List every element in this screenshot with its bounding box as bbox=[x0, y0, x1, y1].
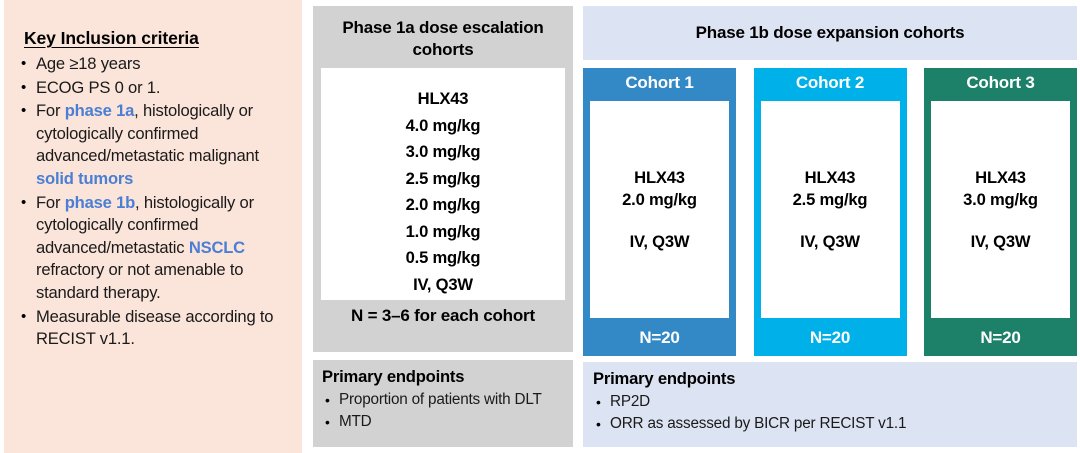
criteria-text: , histologically or cytologically confir… bbox=[36, 192, 254, 257]
highlighted-term: solid tumors bbox=[36, 168, 134, 188]
phase-1a-column: Phase 1a dose escalation cohorts HLX43 4.… bbox=[313, 6, 573, 453]
criteria-text: ECOG PS 0 or 1. bbox=[36, 77, 161, 97]
highlighted-term: NSCLC bbox=[188, 237, 245, 257]
phase-1b-endpoints-title: Primary endpoints bbox=[593, 369, 736, 388]
phase-1a-endpoints-title: Primary endpoints bbox=[322, 367, 465, 386]
highlighted-term: phase 1a bbox=[64, 101, 135, 121]
criteria-text: For bbox=[36, 101, 65, 121]
inclusion-criteria-item: ECOG PS 0 or 1. bbox=[18, 77, 288, 100]
cohort-drug-name: HLX43 bbox=[634, 167, 685, 187]
cohort-title: Cohort 1 bbox=[625, 73, 694, 92]
phase-1a-endpoint-item: Proportion of patients with DLT bbox=[322, 389, 564, 411]
phase-1a-dose-level: 1.0 mg/kg bbox=[405, 221, 481, 241]
phase-1a-dose-level: 0.5 mg/kg bbox=[405, 248, 481, 267]
phase-1a-endpoint-item: MTD bbox=[322, 411, 564, 433]
inclusion-criteria-title: Key Inclusion criteria bbox=[24, 28, 199, 48]
criteria-text: , histologically or cytologically confir… bbox=[36, 101, 259, 166]
phase-1a-dose-level: IV, Q3W bbox=[413, 274, 473, 294]
cohort-dose: 3.0 mg/kg bbox=[963, 189, 1038, 209]
phase-1a-dose-level: 4.0 mg/kg bbox=[405, 115, 481, 135]
phase-1a-endpoints-list: Proportion of patients with DLTMTD bbox=[322, 389, 564, 433]
cohort-dose: 2.5 mg/kg bbox=[792, 189, 868, 209]
phase-1a-dose-level: 3.0 mg/kg bbox=[405, 142, 481, 161]
inclusion-criteria-panel: Key Inclusion criteria Age ≥18 yearsECOG… bbox=[4, 0, 302, 453]
criteria-text: refractory or not amenable to standard t… bbox=[36, 260, 244, 302]
cohort-title: Cohort 3 bbox=[966, 73, 1035, 92]
cohort-title: Cohort 2 bbox=[795, 73, 865, 92]
inclusion-criteria-item: Age ≥18 years bbox=[18, 53, 288, 76]
phase-1a-dose-box: HLX43 4.0 mg/kg 3.0 mg/kg 2.5 mg/kg 2.0 mg/k… bbox=[321, 68, 565, 300]
phase-1b-endpoint-item: RP2D bbox=[593, 391, 1067, 413]
cohort-sample-size: N=20 bbox=[639, 328, 680, 347]
phase-1b-endpoints-list: RP2DORR as assessed by BICR per RECIST v… bbox=[593, 391, 1067, 435]
criteria-text: Age ≥18 years bbox=[36, 54, 141, 73]
phase-1a-dose-level: 2.5 mg/kg bbox=[405, 168, 481, 188]
phase-1a-sample-size: N = 3–6 for each cohort bbox=[351, 306, 535, 325]
criteria-text: For bbox=[36, 192, 65, 212]
phase-1a-dose-level: HLX43 bbox=[417, 89, 469, 108]
cohort-drug-name: HLX43 bbox=[975, 167, 1026, 187]
cohort-sample-size: N=20 bbox=[980, 328, 1021, 347]
phase-1b-endpoint-item: ORR as assessed by BICR per RECIST v1.1 bbox=[593, 413, 1067, 435]
phase-1b-column: Phase 1b dose expansion cohorts Cohort 1… bbox=[583, 6, 1077, 453]
cohort-dose: 2.0 mg/kg bbox=[622, 189, 697, 209]
cohort-sample-size: N=20 bbox=[809, 328, 851, 347]
cohort-route-schedule: IV, Q3W bbox=[629, 231, 690, 251]
inclusion-criteria-list: Age ≥18 yearsECOG PS 0 or 1. For phase 1a… bbox=[18, 53, 288, 351]
inclusion-criteria-item: For phase 1b, histologically or cytologi… bbox=[18, 192, 288, 305]
cohort-route-schedule: IV, Q3W bbox=[800, 231, 860, 251]
inclusion-criteria-item: For phase 1a, histologically or cytologi… bbox=[18, 100, 288, 190]
highlighted-term: phase 1b bbox=[64, 192, 136, 212]
phase-1b-primary-endpoints: Primary endpoints RP2DORR as assessed by… bbox=[583, 362, 1077, 447]
phase-1a-dose-level: 2.0 mg/kg bbox=[405, 195, 481, 214]
inclusion-criteria-item: Measurable disease according to RECIST v… bbox=[18, 306, 288, 351]
cohort-route-schedule: IV, Q3W bbox=[970, 231, 1031, 251]
criteria-text: Measurable disease according to RECIST v… bbox=[36, 306, 274, 349]
phase-1b-header: Phase 1b dose expansion cohorts bbox=[583, 6, 1077, 60]
phase-1a-header: Phase 1a dose escalation cohorts bbox=[342, 18, 544, 59]
cohort-drug-name: HLX43 bbox=[804, 167, 856, 187]
phase-1a-primary-endpoints: Primary endpoints Proportion of patients… bbox=[313, 360, 573, 447]
phase-1a-panel: Phase 1a dose escalation cohorts HLX43 4.… bbox=[313, 6, 573, 352]
